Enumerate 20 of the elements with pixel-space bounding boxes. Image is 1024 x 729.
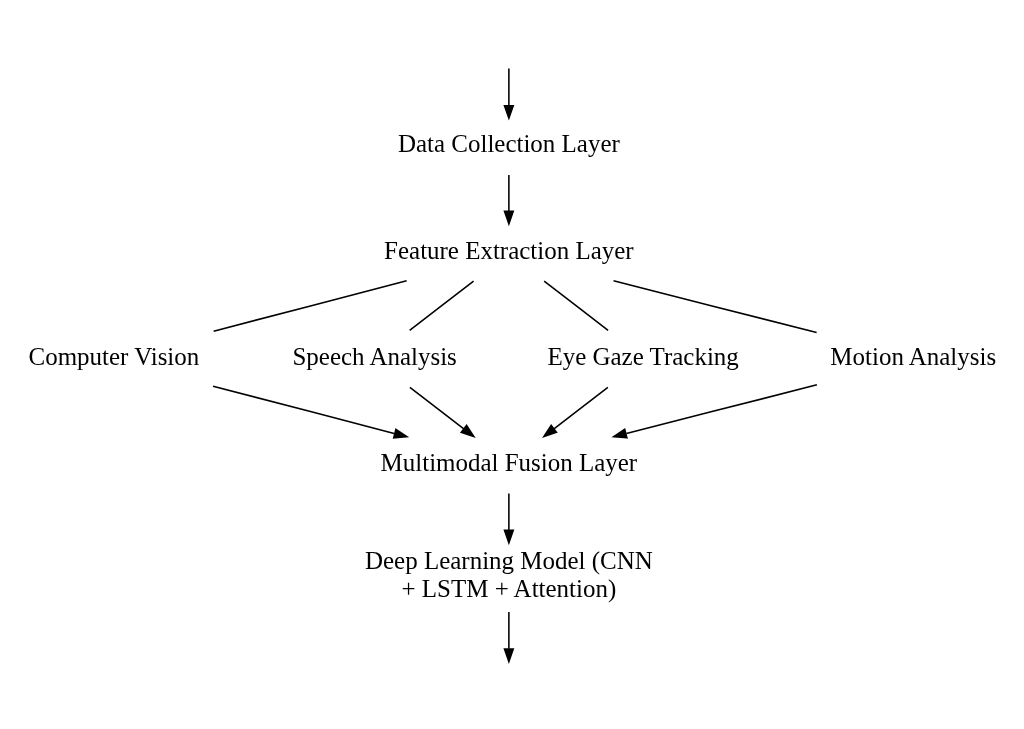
connector: [543, 279, 609, 331]
arrow: [409, 386, 476, 438]
connector: [408, 279, 475, 331]
node-text: Multimodal Fusion Layer: [380, 448, 638, 476]
node-text: Data Collection Layer: [397, 129, 620, 157]
node-text: Motion Analysis: [830, 342, 997, 370]
arrow: [503, 492, 515, 545]
arrow: [503, 173, 515, 226]
node-text: Deep Learning Model (CNN + LSTM + Attention): [364, 546, 653, 602]
connector: [212, 279, 408, 332]
arrow: [212, 384, 410, 439]
node-text: Computer Vision: [28, 342, 200, 370]
connector: [612, 279, 818, 333]
node-text: Feature Extraction Layer: [384, 236, 634, 264]
node-text: Eye Gaze Tracking: [547, 342, 739, 370]
arrow: [503, 67, 515, 121]
arrow: [542, 386, 609, 438]
arrow: [503, 610, 515, 664]
node-text: Speech Analysis: [292, 342, 457, 370]
arrow: [611, 383, 818, 439]
